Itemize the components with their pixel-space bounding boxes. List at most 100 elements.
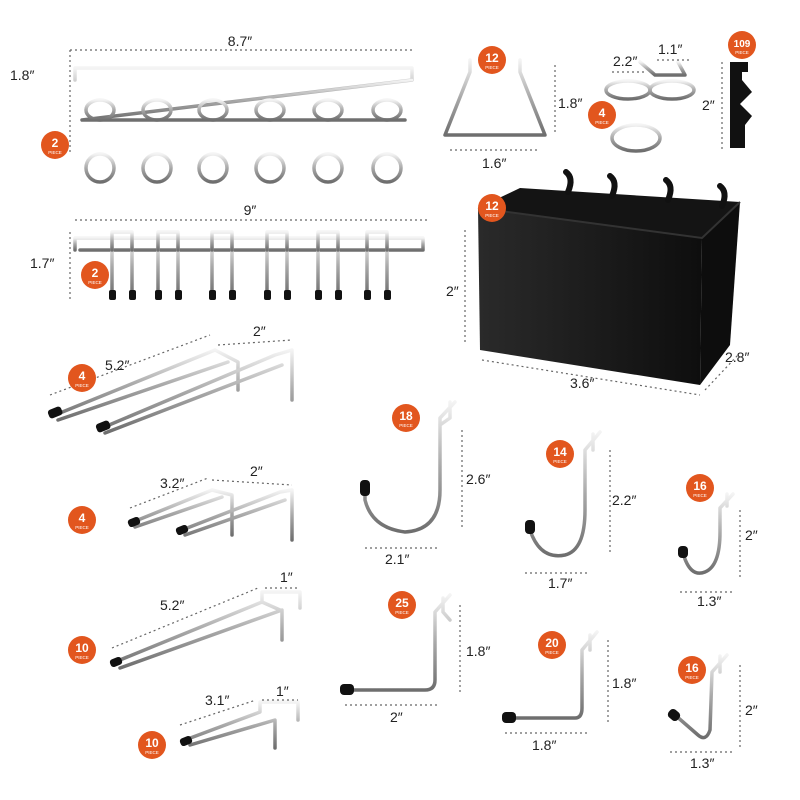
dim-label: 2.8″ bbox=[725, 349, 749, 365]
short-double-hook-part bbox=[131, 488, 294, 542]
piece-label: PIECE bbox=[48, 150, 62, 155]
piece-label: PIECE bbox=[685, 675, 699, 680]
dim-label: 1.8″ bbox=[612, 675, 636, 691]
badge-circle bbox=[68, 636, 96, 664]
tool-holder-part bbox=[604, 60, 696, 153]
dim-label: 1″ bbox=[276, 683, 289, 699]
quantity-badges: 2PIECE12PIECE4PIECE109PIECE2PIECE12PIECE… bbox=[41, 31, 756, 759]
dim-label: 1.7″ bbox=[30, 255, 54, 271]
medium-j-hook-part bbox=[528, 430, 602, 558]
dim-label: 2.2″ bbox=[613, 53, 637, 69]
large-l-hook-part bbox=[346, 593, 452, 692]
dim-label: 3.1″ bbox=[205, 692, 229, 708]
dim-label: 9″ bbox=[244, 202, 257, 218]
piece-label: PIECE bbox=[88, 280, 102, 285]
quantity-number: 2 bbox=[52, 136, 59, 150]
double-ring-hook-strip-part bbox=[73, 66, 414, 184]
dim-label: 1.3″ bbox=[697, 593, 721, 609]
badge-circle bbox=[392, 404, 420, 432]
piece-label: PIECE bbox=[75, 383, 89, 388]
quantity-number: 16 bbox=[693, 479, 707, 493]
quantity-number: 4 bbox=[599, 106, 606, 120]
hook-tips bbox=[47, 290, 688, 747]
multi-prong-hook-strip-part bbox=[73, 230, 425, 297]
dim-label: 2″ bbox=[253, 323, 266, 339]
dim-label: 1.8″ bbox=[10, 67, 34, 83]
dim-label: 2″ bbox=[390, 709, 403, 725]
quantity-number: 12 bbox=[485, 199, 499, 213]
quantity-number: 16 bbox=[685, 661, 699, 675]
dim-label: 2″ bbox=[702, 97, 715, 113]
badge-circle bbox=[68, 364, 96, 392]
dim-label: 2.1″ bbox=[385, 551, 409, 567]
badge-circle bbox=[538, 631, 566, 659]
piece-label: PIECE bbox=[145, 750, 159, 755]
quantity-number: 12 bbox=[485, 51, 499, 65]
badge-circle bbox=[68, 506, 96, 534]
badge-circle bbox=[686, 474, 714, 502]
dim-label: 1.3″ bbox=[690, 755, 714, 771]
dim-label: 1.8″ bbox=[532, 737, 556, 753]
lock-part bbox=[730, 62, 752, 148]
badge-circle bbox=[478, 194, 506, 222]
angled-hook-part bbox=[673, 653, 729, 740]
badge-circle bbox=[138, 731, 166, 759]
dimension-labels: 8.7″ 1.8″ 1.8″ 1.6″ 2.2″ 1.1″ 2″ 9″ 1.7″… bbox=[10, 33, 758, 771]
piece-label: PIECE bbox=[735, 50, 749, 55]
small-j-hook-part bbox=[681, 492, 735, 575]
quantity-number: 4 bbox=[79, 369, 86, 383]
dimension-lines bbox=[49, 49, 741, 753]
dim-label: 3.6″ bbox=[570, 375, 594, 391]
dim-label: 8.7″ bbox=[228, 33, 252, 49]
dim-label: 2.2″ bbox=[612, 492, 636, 508]
quantity-number: 4 bbox=[79, 511, 86, 525]
dim-label: 1.6″ bbox=[482, 155, 506, 171]
piece-label: PIECE bbox=[395, 610, 409, 615]
quantity-number: 25 bbox=[395, 596, 409, 610]
quantity-number: 2 bbox=[92, 266, 99, 280]
quantity-number: 18 bbox=[399, 409, 413, 423]
dim-label: 2″ bbox=[250, 463, 263, 479]
piece-label: PIECE bbox=[485, 213, 499, 218]
badge-circle bbox=[478, 46, 506, 74]
badge-circle bbox=[81, 261, 109, 289]
piece-label: PIECE bbox=[485, 65, 499, 70]
quantity-number: 109 bbox=[734, 39, 751, 50]
bin-part bbox=[477, 169, 741, 385]
piece-label: PIECE bbox=[693, 493, 707, 498]
dim-label: 5.2″ bbox=[105, 357, 129, 373]
quantity-number: 14 bbox=[553, 445, 567, 459]
badge-circle bbox=[728, 31, 756, 59]
piece-label: PIECE bbox=[595, 120, 609, 125]
badge-circle bbox=[41, 131, 69, 159]
long-double-hook-part bbox=[53, 348, 294, 435]
dim-label: 2″ bbox=[446, 283, 459, 299]
badge-circle bbox=[546, 440, 574, 468]
dim-label: 1.7″ bbox=[548, 575, 572, 591]
piece-label: PIECE bbox=[75, 525, 89, 530]
dim-label: 3.2″ bbox=[160, 475, 184, 491]
piece-label: PIECE bbox=[399, 423, 413, 428]
dim-label: 2.6″ bbox=[466, 471, 490, 487]
badge-circle bbox=[388, 591, 416, 619]
dim-label: 1.1″ bbox=[658, 41, 682, 57]
quantity-number: 20 bbox=[545, 636, 559, 650]
quantity-number: 10 bbox=[75, 641, 89, 655]
u-holder-part bbox=[443, 58, 547, 137]
piece-label: PIECE bbox=[553, 459, 567, 464]
